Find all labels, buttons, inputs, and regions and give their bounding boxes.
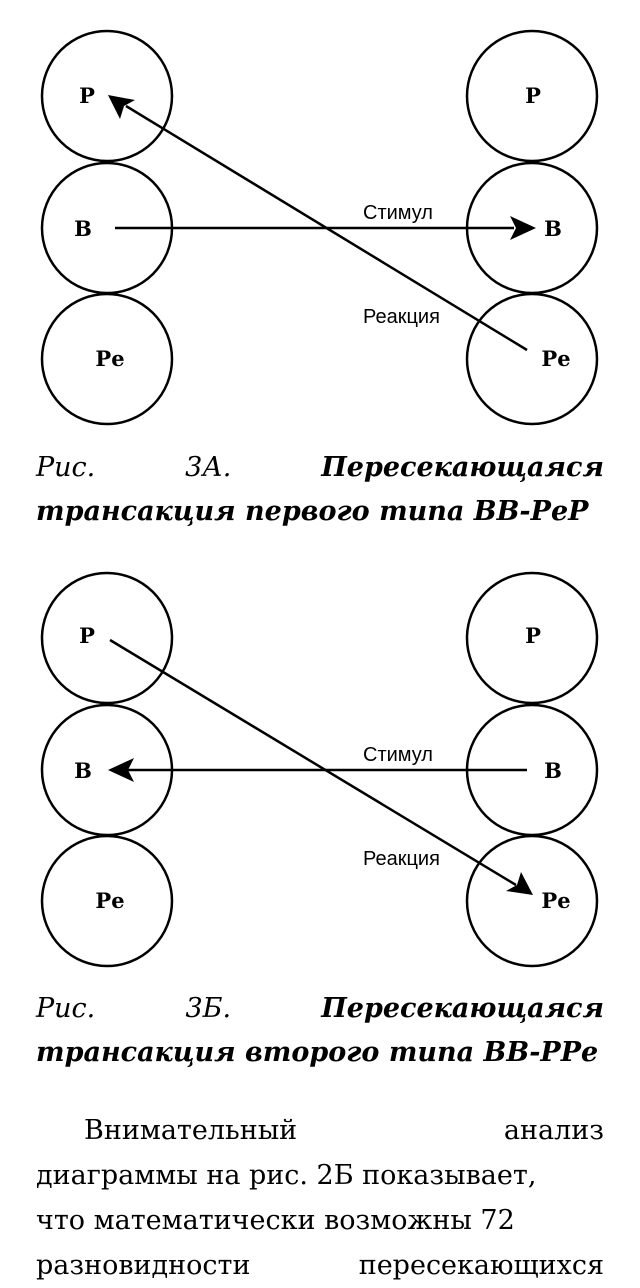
body-line-1: Внимательный анализ xyxy=(36,1108,604,1153)
caption-prefix: Рис. xyxy=(36,993,96,1024)
stimulus-label: Стимул xyxy=(363,744,433,766)
left-child-circle xyxy=(40,292,174,426)
caption-title-part2: трансакция второго типа ВВ-РРе xyxy=(36,1037,599,1068)
left-adult-label: В xyxy=(74,216,92,241)
right-child-label: Ре xyxy=(541,346,570,371)
caption-3b: Рис. 3Б. Пересекающаяся трансакция второ… xyxy=(36,987,604,1075)
reaction-arrow xyxy=(125,104,528,352)
body-line-4: разновидности пересекающихся xyxy=(36,1243,604,1288)
right-parent-circle xyxy=(465,29,599,163)
stimulus-arrowhead xyxy=(510,216,536,240)
caption-number: 3Б. xyxy=(185,993,232,1024)
caption-3a: Рис. 3А. Пересекающаяся трансакция перво… xyxy=(36,446,604,534)
right-child-circle xyxy=(465,834,599,968)
reaction-label: Реакция xyxy=(363,306,440,328)
right-parent-label: Р xyxy=(525,83,541,108)
left-parent-label: Р xyxy=(79,83,95,108)
body-word: пересекающихся xyxy=(358,1250,604,1281)
body-word: анализ xyxy=(503,1115,604,1146)
body-paragraph: Внимательный анализ диаграммы на рис. 2Б… xyxy=(36,1108,604,1288)
left-parent-label: Р xyxy=(79,623,95,648)
caption-title-part1: Пересекающаяся xyxy=(321,452,604,483)
body-line-2: диаграммы на рис. 2Б показывает, xyxy=(36,1160,537,1191)
right-child-circle xyxy=(465,292,599,426)
body-word: Внимательный xyxy=(84,1115,298,1146)
right-parent-label: Р xyxy=(525,623,541,648)
stimulus-label: Стимул xyxy=(363,202,433,224)
right-parent-circle xyxy=(465,571,599,705)
body-word: разновидности xyxy=(36,1250,251,1281)
right-adult-label: В xyxy=(544,216,562,241)
diagram-3a: Р В Ре Р В Ре Стимул Реакция xyxy=(40,29,599,426)
right-child-label: Ре xyxy=(541,888,570,913)
reaction-arrowhead xyxy=(108,95,135,119)
left-child-circle xyxy=(40,834,174,968)
caption-number: 3А. xyxy=(185,452,232,483)
left-parent-circle xyxy=(40,571,174,705)
stimulus-arrowhead xyxy=(108,758,134,782)
reaction-arrowhead xyxy=(506,872,533,895)
caption-title-part1: Пересекающаяся xyxy=(321,993,604,1024)
diagram-3b: Р В Ре Р В Ре Стимул Реакция xyxy=(40,571,599,968)
caption-title-part2: трансакция первого типа ВВ-РеР xyxy=(36,496,589,527)
reaction-label: Реакция xyxy=(363,848,440,870)
caption-prefix: Рис. xyxy=(36,452,96,483)
left-child-label: Ре xyxy=(95,346,124,371)
figure-3b: Р В Ре Р В Ре Стимул Реакция xyxy=(0,542,640,982)
figure-3a: Р В Ре Р В Ре Стимул Реакция xyxy=(0,0,640,440)
left-child-label: Ре xyxy=(95,888,124,913)
reaction-arrow xyxy=(109,638,517,887)
body-line-3: что математически возможны 72 xyxy=(36,1205,515,1236)
left-parent-circle xyxy=(40,29,174,163)
left-adult-label: В xyxy=(74,758,92,783)
right-adult-label: В xyxy=(544,758,562,783)
